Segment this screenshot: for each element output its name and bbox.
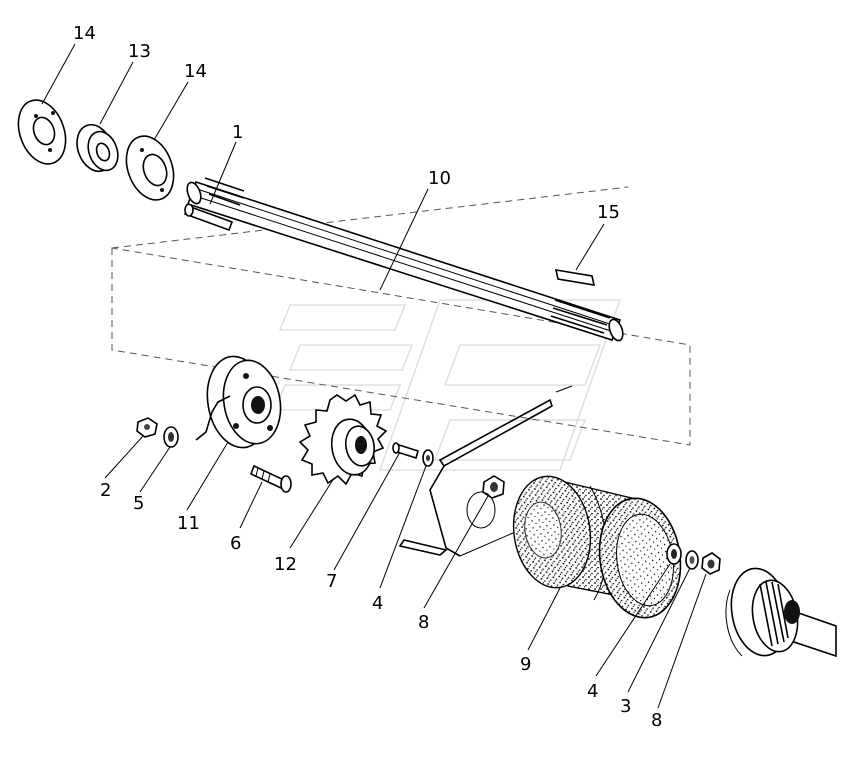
washer-4-upper bbox=[422, 449, 434, 467]
nut-2 bbox=[136, 417, 158, 438]
callout-5: 5 bbox=[133, 493, 144, 514]
nut-8-lower bbox=[701, 552, 721, 575]
hub-11 bbox=[195, 355, 282, 449]
end-hub-assembly bbox=[725, 567, 837, 658]
nut-8-upper bbox=[466, 475, 505, 529]
drum-9 bbox=[512, 475, 682, 619]
callout-9: 9 bbox=[520, 654, 531, 675]
bolt-7 bbox=[392, 442, 419, 460]
sprocket-12 bbox=[298, 393, 388, 486]
callout-3: 3 bbox=[620, 696, 631, 717]
washer-4-lower bbox=[666, 543, 682, 565]
callout-15: 15 bbox=[597, 202, 620, 223]
shaft-10 bbox=[186, 177, 624, 342]
callout-labels: 14 13 14 1 10 15 2 5 11 6 12 7 4 8 9 4 3… bbox=[73, 23, 662, 731]
callout-7: 7 bbox=[326, 571, 337, 592]
callout-4-lower: 4 bbox=[587, 681, 598, 702]
washer-3 bbox=[685, 550, 699, 570]
key-15 bbox=[554, 269, 596, 286]
callout-8-lower: 8 bbox=[651, 710, 662, 731]
flange-14-left bbox=[17, 99, 67, 165]
callout-6: 6 bbox=[230, 533, 241, 554]
callout-14-left: 14 bbox=[73, 23, 96, 44]
callout-12: 12 bbox=[274, 554, 297, 575]
flange-14-right bbox=[125, 135, 175, 201]
callout-14-right: 14 bbox=[184, 61, 207, 82]
callout-1: 1 bbox=[232, 122, 243, 143]
bearing-13 bbox=[76, 123, 119, 173]
callout-13: 13 bbox=[128, 41, 151, 62]
mounting-bracket bbox=[398, 385, 573, 557]
callout-11: 11 bbox=[177, 513, 200, 534]
callout-4-upper: 4 bbox=[372, 593, 383, 614]
callout-10: 10 bbox=[428, 168, 451, 189]
assembly-frame bbox=[111, 186, 691, 446]
bolt-6 bbox=[249, 464, 292, 493]
callout-8-upper: 8 bbox=[418, 612, 429, 633]
washer-5 bbox=[163, 426, 179, 448]
callout-2: 2 bbox=[100, 480, 111, 501]
leader-lines bbox=[41, 43, 707, 709]
